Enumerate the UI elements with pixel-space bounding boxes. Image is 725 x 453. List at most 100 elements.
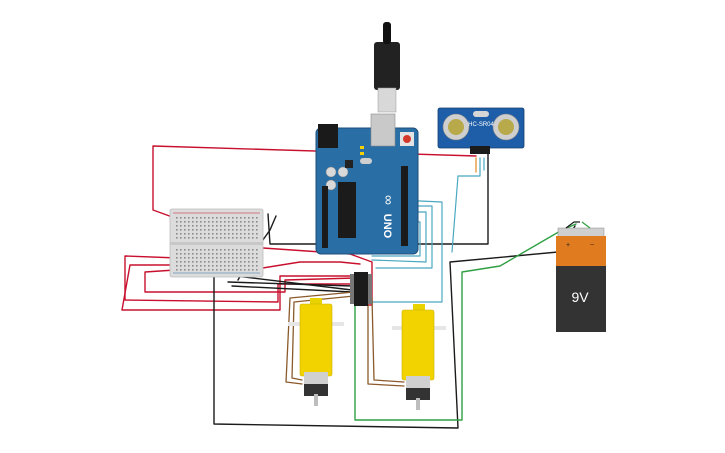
- breadboard-hole: [216, 237, 218, 239]
- breadboard-hole: [204, 229, 206, 231]
- wire-red-loop-3[interactable]: [144, 269, 356, 293]
- wire-teal-sensor[interactable]: [451, 157, 481, 253]
- breadboard-hole: [240, 229, 242, 231]
- breadboard-hole: [248, 269, 250, 271]
- breadboard-hole: [176, 225, 178, 227]
- breadboard-hole: [216, 225, 218, 227]
- breadboard-hole: [196, 237, 198, 239]
- breadboard-hole: [212, 265, 214, 267]
- wire-red-chip-right[interactable]: [249, 261, 361, 271]
- breadboard-hole: [188, 269, 190, 271]
- breadboard-hole: [200, 265, 202, 267]
- wire-black-chip-4[interactable]: [235, 275, 353, 291]
- breadboard-hole: [220, 233, 222, 235]
- breadboard-hole: [256, 233, 258, 235]
- breadboard-hole: [220, 269, 222, 271]
- breadboard-hole: [192, 237, 194, 239]
- breadboard-hole: [228, 257, 230, 259]
- breadboard-hole: [212, 233, 214, 235]
- battery-voltage-label: 9V: [571, 289, 589, 305]
- ultrasonic-sensor: HC-SR04: [437, 107, 525, 154]
- breadboard-hole: [196, 217, 198, 219]
- dc-motor-left: [288, 298, 344, 406]
- breadboard-hole: [244, 237, 246, 239]
- breadboard-hole: [228, 217, 230, 219]
- breadboard-hole: [228, 265, 230, 267]
- breadboard-hole: [216, 233, 218, 235]
- breadboard-hole: [204, 249, 206, 251]
- breadboard-hole: [204, 269, 206, 271]
- breadboard-hole: [180, 253, 182, 255]
- breadboard-hole: [252, 225, 254, 227]
- breadboard-hole: [196, 261, 198, 263]
- breadboard-hole: [180, 261, 182, 263]
- breadboard-hole: [236, 225, 238, 227]
- breadboard-hole: [228, 269, 230, 271]
- motor-driver-chip: [350, 272, 372, 306]
- breadboard-hole: [228, 221, 230, 223]
- breadboard-hole: [176, 217, 178, 219]
- breadboard-hole: [184, 261, 186, 263]
- wire-red-loop-1[interactable]: [121, 264, 356, 311]
- breadboard-hole: [200, 257, 202, 259]
- breadboard-hole: [220, 221, 222, 223]
- breadboard-hole: [220, 265, 222, 267]
- breadboard-hole: [204, 217, 206, 219]
- wire-black-chip-3[interactable]: [231, 285, 353, 293]
- wire-brown-motor-1b[interactable]: [291, 295, 355, 381]
- dc-motor-right: [392, 304, 446, 410]
- breadboard-hole: [248, 221, 250, 223]
- breadboard-hole: [240, 225, 242, 227]
- breadboard-hole: [232, 237, 234, 239]
- breadboard-hole: [180, 225, 182, 227]
- breadboard-hole: [232, 261, 234, 263]
- breadboard-hole: [240, 249, 242, 251]
- breadboard-hole: [192, 221, 194, 223]
- breadboard-hole: [192, 249, 194, 251]
- breadboard-hole: [256, 261, 258, 263]
- breadboard-hole: [184, 237, 186, 239]
- breadboard-hole: [240, 221, 242, 223]
- wire-brown-motor-2b[interactable]: [371, 297, 405, 383]
- breadboard-hole: [204, 265, 206, 267]
- breadboard-hole: [176, 253, 178, 255]
- breadboard-hole: [200, 229, 202, 231]
- breadboard-hole: [208, 269, 210, 271]
- breadboard-hole: [208, 237, 210, 239]
- wire-brown-motor-1a[interactable]: [285, 291, 355, 385]
- breadboard-hole: [212, 221, 214, 223]
- breadboard-hole: [188, 221, 190, 223]
- breadboard-hole: [208, 265, 210, 267]
- breadboard-hole: [248, 265, 250, 267]
- breadboard-hole: [236, 229, 238, 231]
- breadboard-hole: [192, 265, 194, 267]
- wire-teal-1[interactable]: [371, 199, 443, 303]
- reset-button[interactable]: [403, 135, 411, 143]
- breadboard-hole: [212, 217, 214, 219]
- breadboard-hole: [220, 257, 222, 259]
- breadboard-hole: [216, 221, 218, 223]
- breadboard-hole: [180, 257, 182, 259]
- breadboard-hole: [224, 221, 226, 223]
- breadboard-hole: [244, 249, 246, 251]
- usb-cable-plug: [374, 42, 400, 90]
- wire-brown-motor-2a[interactable]: [367, 297, 405, 387]
- power-jack: [318, 124, 338, 148]
- breadboard-hole: [184, 265, 186, 267]
- breadboard-hole: [204, 253, 206, 255]
- wire-red-sensor-vcc[interactable]: [152, 145, 477, 219]
- breadboard-hole: [224, 237, 226, 239]
- breadboard-hole: [208, 233, 210, 235]
- breadboard-hole: [216, 217, 218, 219]
- breadboard-hole: [196, 221, 198, 223]
- breadboard-hole: [236, 269, 238, 271]
- breadboard-hole: [244, 269, 246, 271]
- breadboard-hole: [180, 265, 182, 267]
- breadboard-hole: [240, 265, 242, 267]
- wire-black-chip-2[interactable]: [227, 281, 353, 287]
- breadboard-hole: [176, 237, 178, 239]
- breadboard-hole: [220, 225, 222, 227]
- battery-minus-label: −: [590, 242, 594, 249]
- breadboard-hole: [212, 237, 214, 239]
- breadboard-hole: [184, 249, 186, 251]
